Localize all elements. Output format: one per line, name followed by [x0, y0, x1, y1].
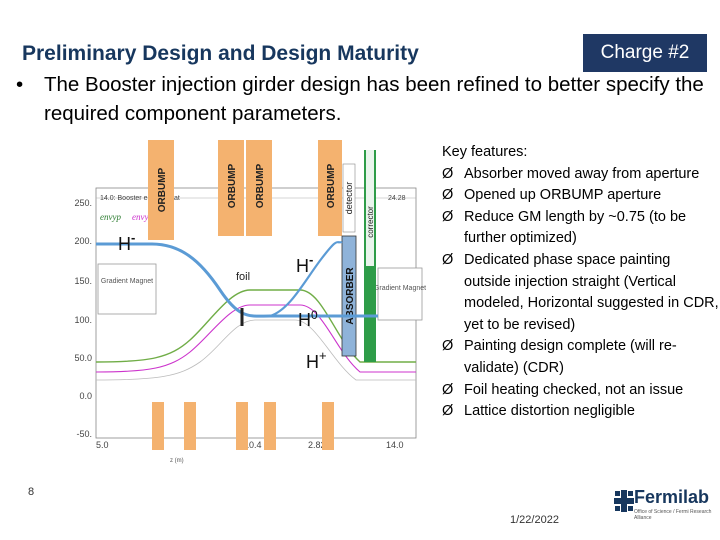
intro-bullet-text: The Booster injection girder design has … [44, 73, 704, 125]
h-plus-sup: + [319, 348, 327, 363]
orbump-label: ORBUMP [255, 163, 266, 208]
corrector-label: corrector [366, 206, 375, 238]
legend-envyp: envyp [100, 212, 121, 222]
x-tick: 5.0 [96, 440, 109, 450]
arrow-bullet-icon: Ø [442, 338, 454, 355]
h-zero-sup: 0 [311, 308, 318, 322]
x-unit: z (m) [170, 458, 184, 464]
intro-bullet: • The Booster injection girder design ha… [16, 70, 706, 128]
lower-magnet-block [236, 402, 248, 450]
injection-girder-diagram: 14.0: Booster envelope at 24.28 envyp en… [74, 140, 426, 464]
plot-header-right: 24.28 [388, 195, 406, 202]
envelope-gray [95, 319, 416, 381]
lower-magnet-block [184, 402, 196, 450]
feature-item: Ø Reduce GM length by ~0.75 (to be furth… [436, 207, 720, 250]
h-minus-1-sup: - [131, 230, 135, 245]
h-minus-trajectory [96, 242, 342, 318]
h-plus-base: H [306, 352, 319, 372]
envelope-green [95, 289, 416, 363]
page-title: Preliminary Design and Design Maturity [22, 42, 419, 65]
orbump-magnet-2 [218, 140, 244, 236]
h-minus-2-sup: - [309, 252, 313, 267]
plot-header-left: 14.0: Booster envelope at [100, 195, 180, 202]
legend-envym: envym [132, 212, 155, 222]
h-zero-base: H [298, 310, 311, 330]
feature-item: Ø Painting design complete (will re-vali… [436, 336, 720, 379]
gradient-magnet-left [97, 263, 157, 315]
page-number: 8 [28, 486, 35, 498]
feature-text: Painting design complete (will re-valida… [464, 338, 677, 376]
feature-item: Ø Absorber moved away from aperture [436, 164, 720, 186]
x-tick: 2.82 [308, 440, 326, 450]
charge-badge: Charge #2 [583, 34, 707, 72]
gradient-magnet-right-label: Gradient Magnet [374, 285, 426, 292]
feature-item: Ø Foil heating checked, not an issue [436, 380, 720, 402]
y-tick: 50.0 [74, 353, 92, 363]
fermilab-logo-subtext: Office of Science / Fermi Research Allia… [634, 509, 712, 521]
gradient-magnet-left-label: Gradient Magnet [101, 278, 153, 285]
y-tick: -50. [76, 429, 92, 439]
x-tick: 10.4 [244, 440, 262, 450]
absorber-label: ABSORBER [345, 267, 356, 325]
orbump-label: ORBUMP [326, 163, 337, 208]
h-zero-label: H0 [298, 308, 318, 330]
y-tick: 150. [74, 276, 92, 286]
absorber-block [341, 235, 357, 357]
feature-text: Foil heating checked, not an issue [464, 381, 684, 398]
x-tick: 14.0 [386, 440, 404, 450]
key-features: Key features: Ø Absorber moved away from… [436, 142, 720, 423]
feature-item: Ø Opened up ORBUMP aperture [436, 185, 720, 207]
detector-box [342, 163, 356, 233]
gradient-magnet-right [377, 267, 423, 321]
bullet-dot: • [16, 73, 24, 96]
lower-magnets [152, 402, 334, 450]
h-minus-stripped-trajectory [269, 240, 343, 318]
y-tick: 100. [74, 315, 92, 325]
feature-text: Reduce GM length by ~0.75 (to be further… [464, 208, 687, 247]
orbump-magnet-3 [246, 140, 272, 236]
lower-magnet-block [264, 402, 276, 450]
orbump-label: ORBUMP [227, 163, 238, 208]
feature-text: Lattice distortion negligible [464, 403, 635, 420]
h-plus-label: H+ [306, 348, 327, 372]
y-tick: 200. [74, 236, 92, 246]
feature-item: Ø Dedicated phase space painting outside… [436, 250, 720, 336]
lower-magnet-block [152, 402, 164, 450]
fermilab-logo-icon [614, 490, 634, 512]
orbump-magnet-1 [148, 140, 174, 240]
orbump-magnets [148, 140, 342, 240]
lower-magnet-block [322, 402, 334, 450]
particle-labels: H- H- H0 H+ [118, 230, 327, 372]
h-minus-label-2: H- [296, 252, 313, 276]
h-minus-1-base: H [118, 234, 131, 254]
arrow-bullet-icon: Ø [442, 251, 454, 268]
y-tick: 250. [74, 198, 92, 208]
detector-label: detector [344, 182, 354, 215]
feature-text: Dedicated phase space painting outside i… [464, 251, 719, 333]
arrow-bullet-icon: Ø [442, 187, 454, 204]
corrector-label-bg [366, 150, 374, 266]
y-tick: 0.0 [79, 391, 92, 401]
feature-text: Absorber moved away from aperture [464, 165, 700, 182]
fermilab-logo-text: Fermilab [634, 487, 710, 507]
key-features-heading: Key features: [442, 144, 528, 160]
arrow-bullet-icon: Ø [442, 381, 454, 398]
arrow-bullet-icon: Ø [442, 208, 454, 225]
orbump-label: ORBUMP [157, 167, 168, 212]
arrow-bullet-icon: Ø [442, 165, 454, 182]
feature-text: Opened up ORBUMP aperture [464, 187, 662, 204]
arrow-bullet-icon: Ø [442, 403, 454, 420]
envelope-magenta [95, 304, 416, 373]
h-minus-label-1: H- [118, 230, 135, 254]
foil-label: foil [236, 271, 250, 283]
h-minus-2-base: H [296, 256, 309, 276]
orbump-magnet-4 [318, 140, 342, 236]
feature-item: Ø Lattice distortion negligible [436, 401, 720, 423]
footer-date: 1/22/2022 [510, 514, 559, 526]
